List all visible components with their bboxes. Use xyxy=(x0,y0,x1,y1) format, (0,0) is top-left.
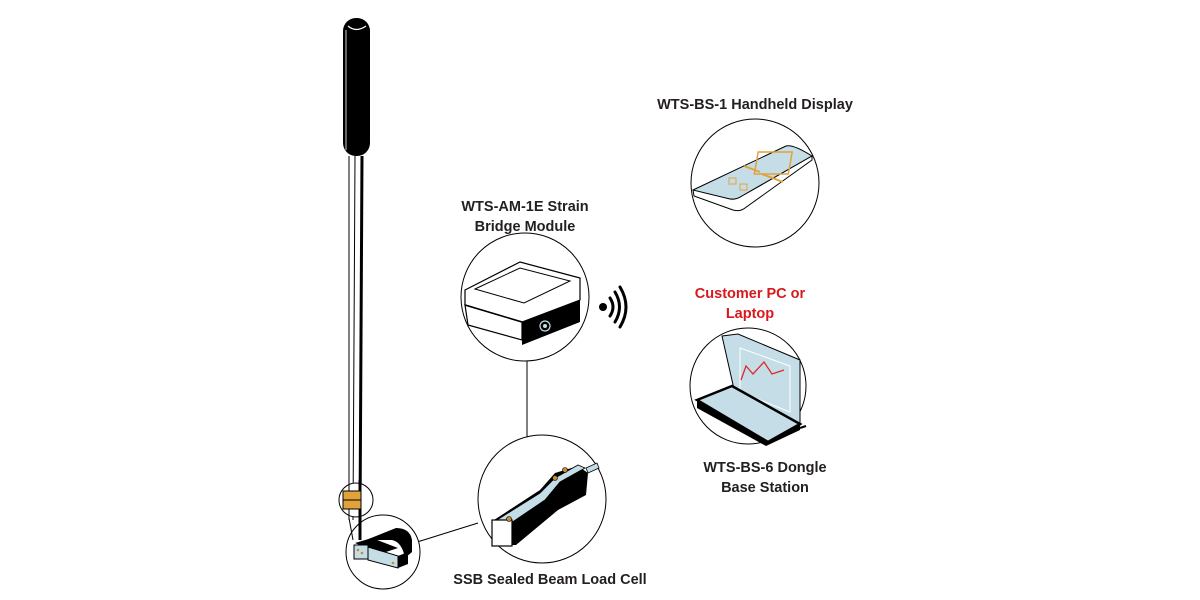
handheld-display-icon xyxy=(690,118,820,248)
label-dongle-base-station: WTS-BS-6 Dongle Base Station xyxy=(690,458,840,498)
label-line: WTS-BS-1 Handheld Display xyxy=(657,97,853,113)
strain-bridge-module-icon xyxy=(460,232,590,362)
strain-gauge-callout xyxy=(338,480,374,520)
label-line: Customer PC or xyxy=(694,286,806,302)
label-line: WTS-AM-1E Strain xyxy=(461,199,589,215)
label-line: Base Station xyxy=(721,480,809,496)
label-line: SSB Sealed Beam Load Cell xyxy=(453,572,647,588)
load-cell-icon xyxy=(477,434,607,564)
wireless-signal-icon xyxy=(599,285,628,329)
clamp-callout xyxy=(345,514,421,590)
label-customer-pc: Customer PC or Laptop xyxy=(680,284,820,324)
label-strain-bridge-module: WTS-AM-1E Strain Bridge Module xyxy=(440,197,610,237)
laptop-icon xyxy=(689,327,807,446)
label-handheld-display: WTS-BS-1 Handheld Display xyxy=(652,95,858,115)
tension-rod-icon xyxy=(343,18,370,521)
label-line: WTS-BS-6 Dongle xyxy=(703,460,827,476)
label-line: Bridge Module xyxy=(474,219,576,235)
label-load-cell: SSB Sealed Beam Load Cell xyxy=(445,570,655,590)
chart-line xyxy=(740,360,785,381)
label-line: Laptop xyxy=(725,306,775,322)
connector-device-to-loadcell xyxy=(413,522,479,544)
connector-lines xyxy=(413,355,528,544)
